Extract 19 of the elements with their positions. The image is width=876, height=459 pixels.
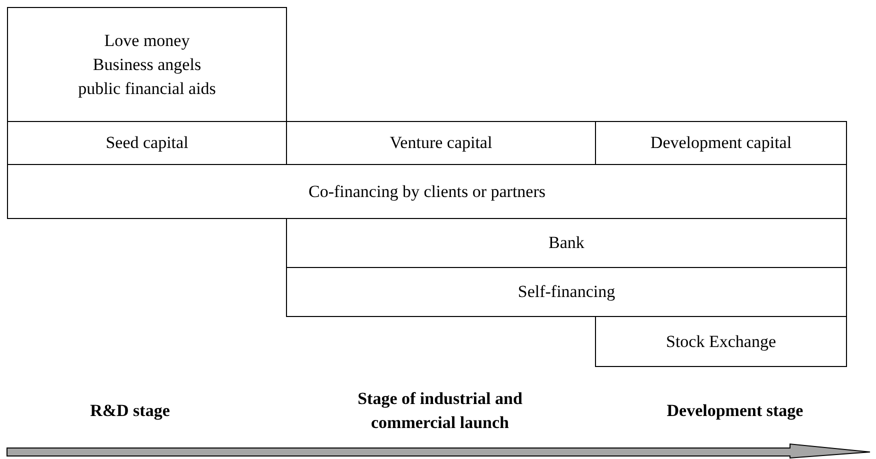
box-text: Stock Exchange — [666, 330, 776, 353]
stage-label: Development stage — [666, 400, 804, 422]
financing-box — [7, 164, 847, 219]
financing-box — [286, 218, 847, 268]
stage-label: R&D stage — [89, 400, 171, 422]
box-text: Seed capital — [106, 132, 188, 154]
financing-box — [286, 267, 847, 317]
funding-source-box — [7, 7, 287, 122]
financing-box — [595, 121, 847, 165]
box-text: public financial aids — [78, 78, 216, 100]
box-text: Business angels — [92, 54, 202, 76]
box-text: Bank — [548, 232, 584, 254]
box-text: Venture capital — [390, 132, 492, 154]
box-text: Self-financing — [518, 281, 616, 303]
box-text: Love money — [104, 30, 190, 52]
stage-label: Stage of industrial and commercial launch — [356, 388, 524, 434]
financing-box — [595, 316, 847, 367]
box-text: Co-financing by clients or partners — [308, 180, 546, 203]
box-text: Development capital — [650, 132, 792, 154]
